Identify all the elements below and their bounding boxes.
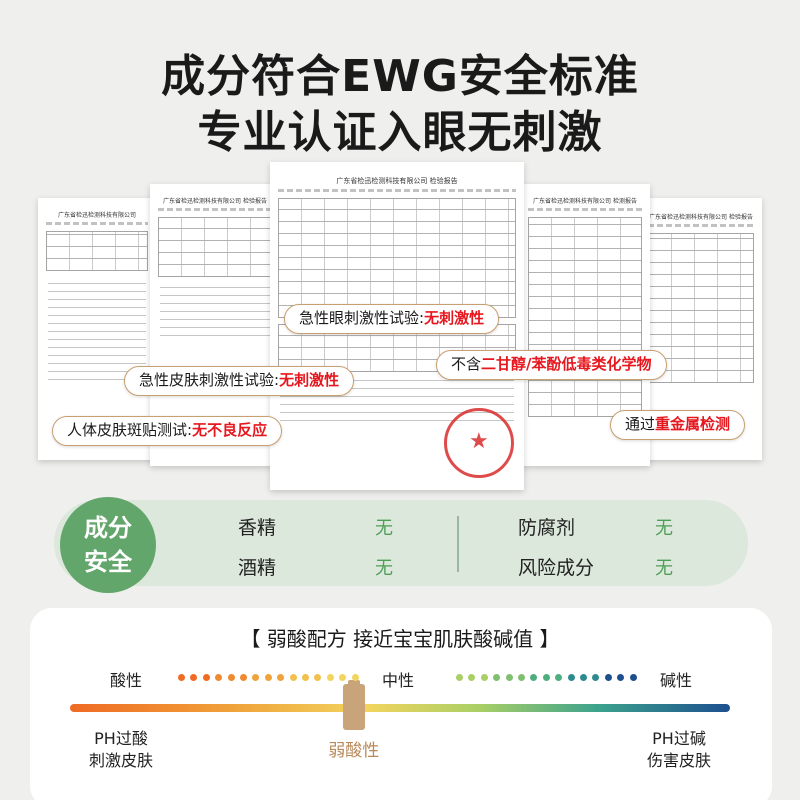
ph-dot <box>555 674 563 681</box>
ph-dot <box>339 674 347 681</box>
safety-item-value: 无 <box>375 518 393 539</box>
ph-dot <box>326 674 334 681</box>
ph-dot <box>480 674 488 681</box>
ph-dot <box>252 674 260 681</box>
ph-dot <box>518 674 525 681</box>
ph-dot <box>456 674 463 681</box>
report-header: 广东省检迅检测科技有限公司 <box>57 212 136 219</box>
safety-item-name: 防腐剂 <box>518 517 576 539</box>
ph-dot <box>302 674 309 681</box>
ph-dot <box>567 674 575 681</box>
alkaline-label: 碱性 <box>660 671 693 690</box>
ph-dot <box>468 674 476 681</box>
weak-acid-label: 弱酸性 <box>328 741 380 761</box>
ph-title: 【 弱酸配方 接近宝宝肌肤酸碱值 】 <box>240 627 560 651</box>
ph-dot <box>227 674 235 681</box>
safety-item-name: 风险成分 <box>518 557 595 579</box>
ph-dot <box>351 674 359 681</box>
ph-dot <box>493 674 501 681</box>
ph-dot <box>202 674 210 681</box>
safety-item-name: 酒精 <box>238 557 277 579</box>
acid-label: 酸性 <box>110 671 143 690</box>
heavy-metal-label: 通过重金属检测 <box>610 410 746 440</box>
ph-dot <box>542 674 550 681</box>
patch-test-label: 人体皮肤斑贴测试:无不良反应 <box>52 416 283 446</box>
too-acidic-note: PH过酸 刺激皮肤 <box>88 729 153 770</box>
ph-position-marker <box>342 680 365 730</box>
ph-dot <box>215 674 223 681</box>
safety-item-name: 香精 <box>238 517 277 539</box>
safety-item-value: 无 <box>375 558 393 579</box>
report-header: 广东省检迅检测科技有限公司 检测报告 <box>533 198 637 205</box>
red-seal-stamp <box>444 408 514 478</box>
report-header: 广东省检迅检测科技有限公司 检验报告 <box>649 214 753 221</box>
safety-divider <box>457 516 459 572</box>
report-header: 广东省检迅检测科技有限公司 检验报告 <box>336 177 458 185</box>
skin-irritation-label: 急性皮肤刺激性试验:无刺激性 <box>124 366 355 396</box>
ph-gradient-bar <box>70 704 730 712</box>
headline-line-2: 专业认证入眼无刺激 <box>197 107 603 158</box>
ph-dot <box>264 674 272 681</box>
ph-dot <box>592 674 600 681</box>
ph-dot <box>505 674 513 681</box>
ph-dot <box>617 674 625 681</box>
ph-dot <box>289 674 297 681</box>
safety-item-value: 无 <box>655 518 673 539</box>
too-alkaline-note: PH过碱 伤害皮肤 <box>646 729 711 770</box>
ph-dot <box>530 674 538 681</box>
ph-dot <box>190 674 198 681</box>
glycol-free-label: 不含二甘醇/苯酚低毒类化学物 <box>436 350 667 380</box>
report-header: 广东省检迅检测科技有限公司 检验报告 <box>163 198 267 205</box>
ph-dot <box>629 674 637 681</box>
ph-dot <box>580 674 587 681</box>
safety-item-value: 无 <box>655 558 673 579</box>
ph-dot <box>178 674 185 681</box>
eye-irritation-label: 急性眼刺激性试验:无刺激性 <box>284 304 500 334</box>
headline-line-1: 成分符合EWG安全标准 <box>161 51 639 102</box>
ph-dot <box>240 674 247 681</box>
ph-dot <box>604 674 612 681</box>
neutral-label: 中性 <box>382 671 415 690</box>
safety-badge: 成分 安全 <box>60 497 156 593</box>
ingredient-safety-band <box>54 500 748 586</box>
ph-dot <box>314 674 322 681</box>
ph-dot <box>277 674 285 681</box>
